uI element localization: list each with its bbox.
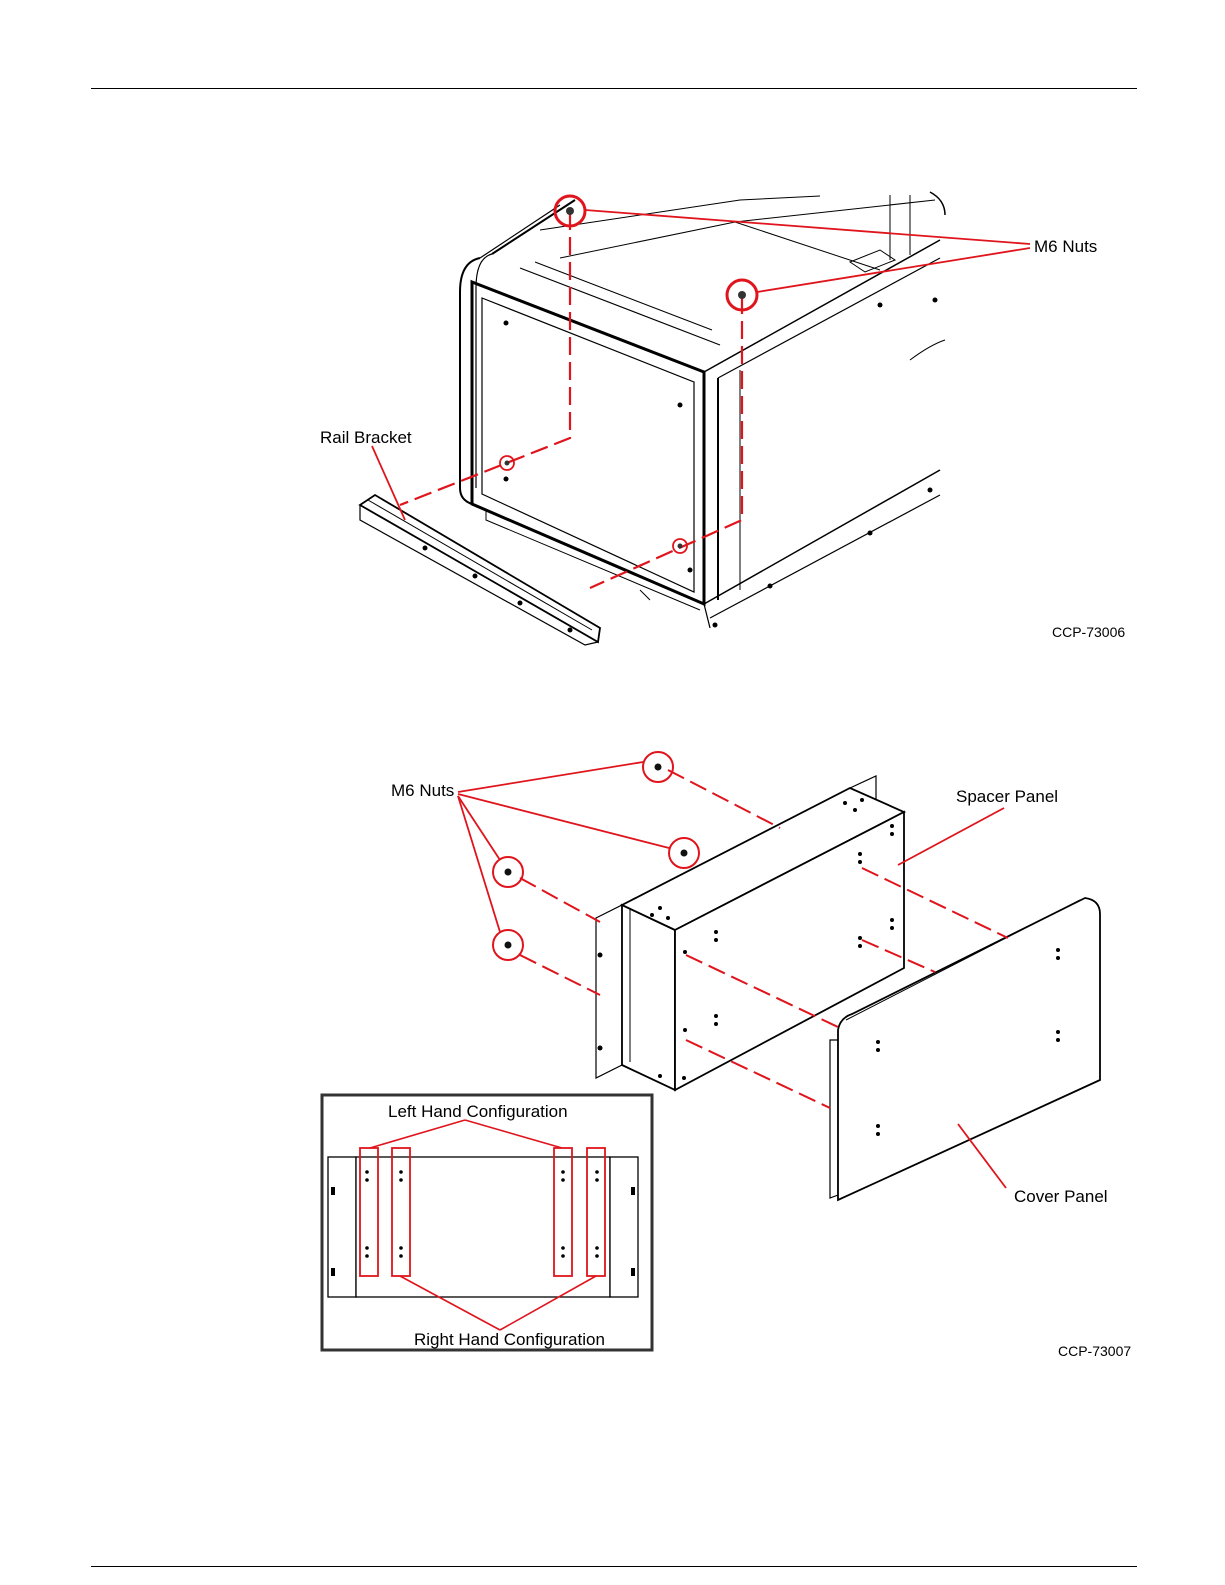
spacer-panel-label: Spacer Panel xyxy=(956,787,1058,806)
cover-panel-label: Cover Panel xyxy=(1014,1187,1108,1206)
figure-2-spacer-cover-install: M6 Nuts Spacer Panel Cover Panel CCP-730… xyxy=(322,752,1131,1359)
rail-bracket-part xyxy=(360,495,600,645)
left-hand-config-label: Left Hand Configuration xyxy=(388,1102,568,1121)
configuration-inset: Left Hand Configuration Right Hand Confi… xyxy=(322,1095,652,1350)
alignment-lines xyxy=(400,212,742,588)
m6-nuts-label-2: M6 Nuts xyxy=(391,781,454,800)
figure-1-code: CCP-73006 xyxy=(1052,624,1125,640)
figure-1-rail-bracket-install: M6 Nuts Rail Bracket CCP-73006 xyxy=(320,192,1125,645)
cabinet-drawing xyxy=(460,192,945,628)
right-hand-config-label: Right Hand Configuration xyxy=(414,1330,605,1349)
figure-2-code: CCP-73007 xyxy=(1058,1343,1131,1359)
rail-bracket-label: Rail Bracket xyxy=(320,428,412,447)
m6-nuts-label: M6 Nuts xyxy=(1034,237,1097,256)
nuts xyxy=(505,207,747,549)
